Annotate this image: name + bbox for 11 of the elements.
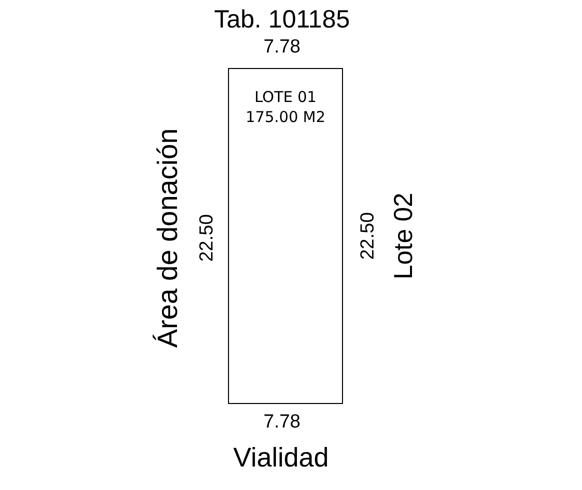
title-label: Tab. 101185 xyxy=(214,8,350,32)
side-label: Área de donación xyxy=(154,128,182,348)
dimension-label: 7.78 xyxy=(264,412,300,432)
dimension-label: 22.50 xyxy=(198,214,216,262)
lot-text: 175.00 M2 xyxy=(246,107,326,127)
lot-text: LOTE 01 xyxy=(254,87,317,107)
dimension-label: 22.50 xyxy=(358,212,378,260)
lot-outline xyxy=(228,68,343,404)
side-label: Vialidad xyxy=(233,444,329,472)
side-label: Lote 02 xyxy=(390,192,416,280)
dimension-label: 7.78 xyxy=(264,38,300,56)
